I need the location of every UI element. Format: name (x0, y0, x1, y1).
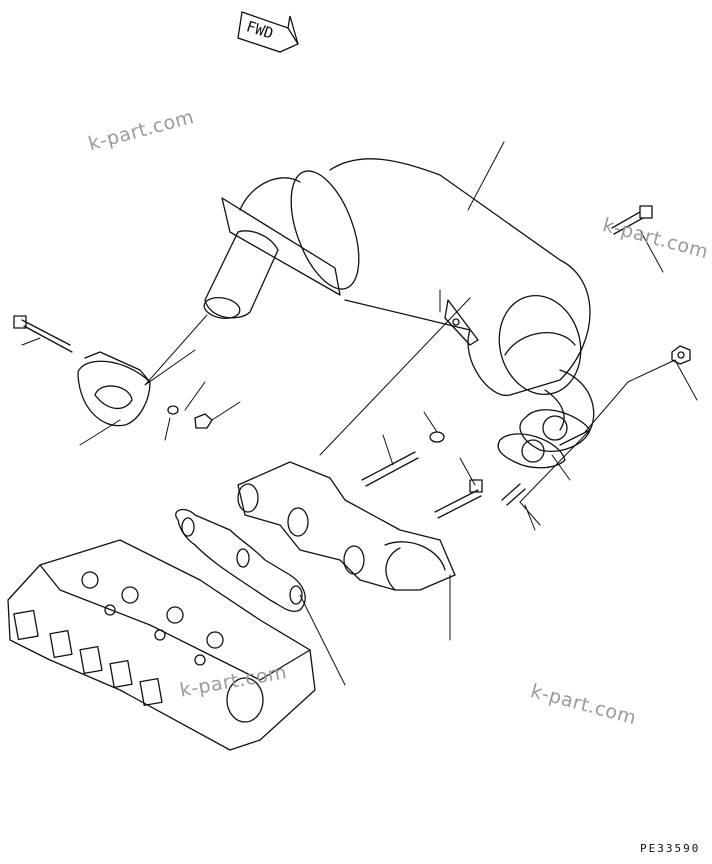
exhaust-manifold (237, 461, 456, 591)
manifold-gasket (175, 508, 306, 612)
drawing-code: PE33590 (640, 842, 701, 855)
fasteners (13, 205, 691, 519)
cylinder-head (7, 539, 316, 751)
fwd-arrow-marker: FWD (236, 8, 306, 54)
muffler-clamp (77, 351, 151, 427)
leader-lines (21, 141, 698, 686)
tail-flange (497, 409, 591, 469)
muffler (203, 158, 595, 446)
fwd-arrow-icon: FWD (237, 11, 299, 53)
